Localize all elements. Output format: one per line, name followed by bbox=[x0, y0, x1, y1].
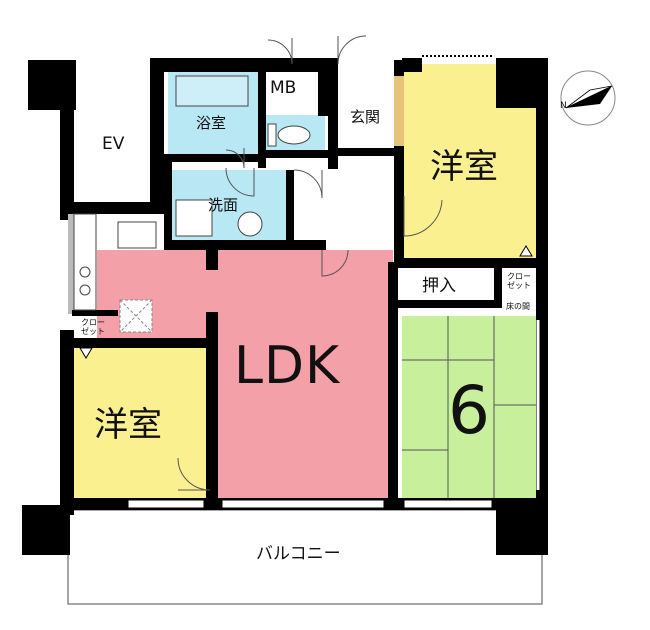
wall-west-lower bbox=[60, 330, 74, 515]
wall-mb bbox=[262, 64, 332, 72]
wall-entry-east bbox=[328, 64, 338, 169]
western-room-sw-floor bbox=[72, 345, 212, 498]
wall-wash-west bbox=[164, 162, 172, 248]
wall-toilet-south bbox=[262, 150, 328, 158]
wall-west-upper bbox=[60, 60, 74, 220]
stove-burner-1 bbox=[79, 266, 91, 278]
japanese-room-size-label: 6 bbox=[448, 372, 490, 449]
closet-w-marker bbox=[79, 347, 93, 359]
closet-w-label: クロー ゼット bbox=[81, 318, 105, 337]
wall-ldk-stub bbox=[206, 250, 218, 270]
tatami-lines bbox=[402, 316, 536, 498]
wall-bath-south bbox=[164, 154, 264, 162]
toilet-tank bbox=[267, 123, 277, 147]
japanese-room-floor bbox=[402, 316, 536, 498]
bath-label: 浴室 bbox=[196, 114, 227, 132]
washroom-label: 洗面 bbox=[208, 196, 239, 214]
wall-oshiire-south bbox=[394, 300, 498, 308]
toilet-bowl bbox=[277, 125, 311, 145]
balcony-label: バルコニー bbox=[256, 544, 341, 564]
door-swings bbox=[177, 35, 443, 491]
ev-label: EV bbox=[102, 134, 125, 154]
mb-label: MB bbox=[270, 78, 297, 98]
wall-mb-east bbox=[318, 64, 328, 116]
gray-wall-kitchen bbox=[68, 214, 76, 314]
wall-ne-room-south bbox=[394, 258, 548, 268]
entrance-step bbox=[394, 76, 404, 146]
wall-closet-w bbox=[72, 310, 118, 316]
wall-entry-south bbox=[338, 148, 402, 156]
wall-sw-room-east bbox=[206, 312, 218, 498]
oshiire-label: 押入 bbox=[422, 276, 456, 296]
wall-bath-east bbox=[258, 64, 266, 168]
ldk-label: LDK bbox=[234, 336, 341, 396]
south-windows bbox=[127, 499, 493, 509]
bathtub bbox=[175, 75, 249, 107]
wall-ne-top bbox=[402, 58, 422, 72]
column-se bbox=[496, 505, 548, 555]
wall-ldk-east bbox=[388, 262, 398, 498]
wall-wash-east bbox=[286, 170, 294, 248]
wall-ne-room-west bbox=[394, 60, 404, 260]
kitchen-counter bbox=[73, 213, 97, 311]
wall-sw-room-north bbox=[72, 338, 218, 348]
compass bbox=[560, 70, 616, 126]
stove-burner-2 bbox=[79, 284, 91, 296]
entrance-label: 玄関 bbox=[350, 108, 381, 126]
western-room-ne-label: 洋室 bbox=[430, 147, 498, 187]
western-room-sw-label: 洋室 bbox=[94, 405, 162, 445]
wall-ev-east bbox=[150, 58, 164, 214]
compass-n-label: N bbox=[560, 101, 567, 111]
wall-hall-south bbox=[286, 240, 326, 250]
tokonoma-label: 床の間 bbox=[506, 302, 530, 311]
closet-ne-label: クロー ゼット bbox=[507, 272, 531, 291]
washbasin bbox=[237, 211, 263, 237]
kitchen-sink bbox=[117, 221, 157, 249]
washer bbox=[175, 199, 213, 237]
wall-ev-south bbox=[60, 202, 170, 214]
wall-wash-south bbox=[164, 240, 294, 250]
closet-ne-marker bbox=[519, 245, 533, 257]
ldk-floor-extension bbox=[97, 250, 212, 330]
wall-oshiire-east bbox=[494, 262, 502, 308]
